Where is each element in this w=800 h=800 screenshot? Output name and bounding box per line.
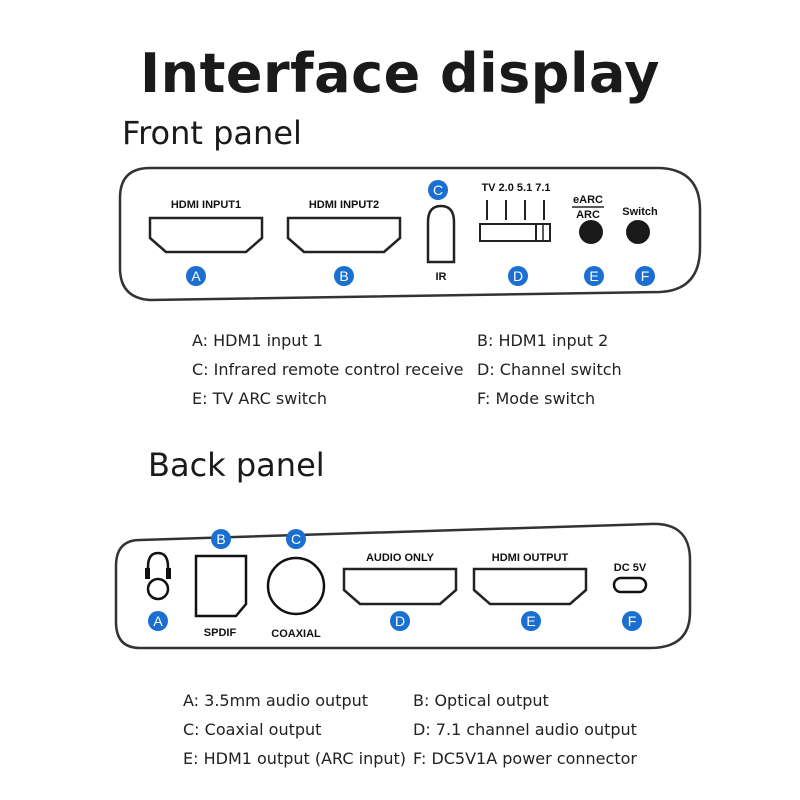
hdmi-output-port (472, 567, 588, 606)
ir-label: IR (436, 271, 447, 283)
front-desc-d: D: Channel switch (477, 360, 622, 379)
back-badge-e: E (526, 613, 535, 629)
arc-label: ARC (576, 209, 600, 221)
front-badge-d: D (513, 268, 523, 284)
back-desc-f: F: DC5V1A power connector (413, 749, 637, 768)
ir-receiver (426, 204, 456, 264)
coaxial-label: COAXIAL (271, 628, 321, 640)
front-badge-f: F (641, 268, 650, 284)
front-badge-e: E (589, 268, 598, 284)
page-title: Interface display (140, 42, 660, 105)
back-badges: A B C D E F (148, 529, 642, 631)
audio-jack-port (146, 577, 170, 601)
channel-ticks (486, 200, 545, 220)
earc-label: eARC (573, 194, 603, 206)
back-badge-c: C (291, 531, 301, 547)
back-badge-a: A (153, 613, 163, 629)
back-badge-d: D (395, 613, 405, 629)
dc-label: DC 5V (614, 562, 647, 574)
front-badge-a: A (191, 268, 201, 284)
coaxial-port (266, 556, 326, 616)
channel-switch-label: TV 2.0 5.1 7.1 (481, 182, 550, 194)
audio-only-label: AUDIO ONLY (366, 552, 435, 564)
hdmi-input2-port (286, 216, 402, 254)
hdmi-output-label: HDMI OUTPUT (492, 552, 569, 564)
front-badge-c: C (433, 182, 443, 198)
front-desc-a: A: HDM1 input 1 (192, 331, 323, 350)
spdif-label: SPDIF (204, 627, 237, 639)
back-badge-b: B (216, 531, 225, 547)
channel-switch-slider (479, 223, 551, 242)
spdif-port (194, 554, 248, 618)
front-desc-e: E: TV ARC switch (192, 389, 327, 408)
front-desc-c: C: Infrared remote control receive (192, 360, 464, 379)
hdmi-input1-port (148, 216, 264, 254)
front-panel-heading: Front panel (122, 114, 302, 152)
back-panel-heading: Back panel (148, 446, 325, 484)
back-badge-f: F (628, 613, 637, 629)
hdmi-input2-label: HDMI INPUT2 (309, 199, 379, 211)
front-panel-outline (118, 166, 702, 302)
back-desc-c: C: Coaxial output (183, 720, 322, 739)
dc-power-port (612, 576, 648, 594)
front-desc-b: B: HDM1 input 2 (477, 331, 609, 350)
back-desc-b: B: Optical output (413, 691, 549, 710)
hdmi-input1-label: HDMI INPUT1 (171, 199, 241, 211)
audio-only-port (342, 567, 458, 606)
switch-label: Switch (622, 206, 658, 218)
front-desc-f: F: Mode switch (477, 389, 596, 408)
back-desc-a: A: 3.5mm audio output (183, 691, 369, 710)
front-badges: A B C D E F (186, 180, 655, 286)
arc-switch-button (579, 220, 603, 244)
back-desc-e: E: HDM1 output (ARC input) (183, 749, 407, 768)
back-desc-d: D: 7.1 channel audio output (413, 720, 637, 739)
headphone-icon (145, 551, 171, 579)
front-badge-b: B (339, 268, 348, 284)
mode-switch-button (626, 220, 650, 244)
